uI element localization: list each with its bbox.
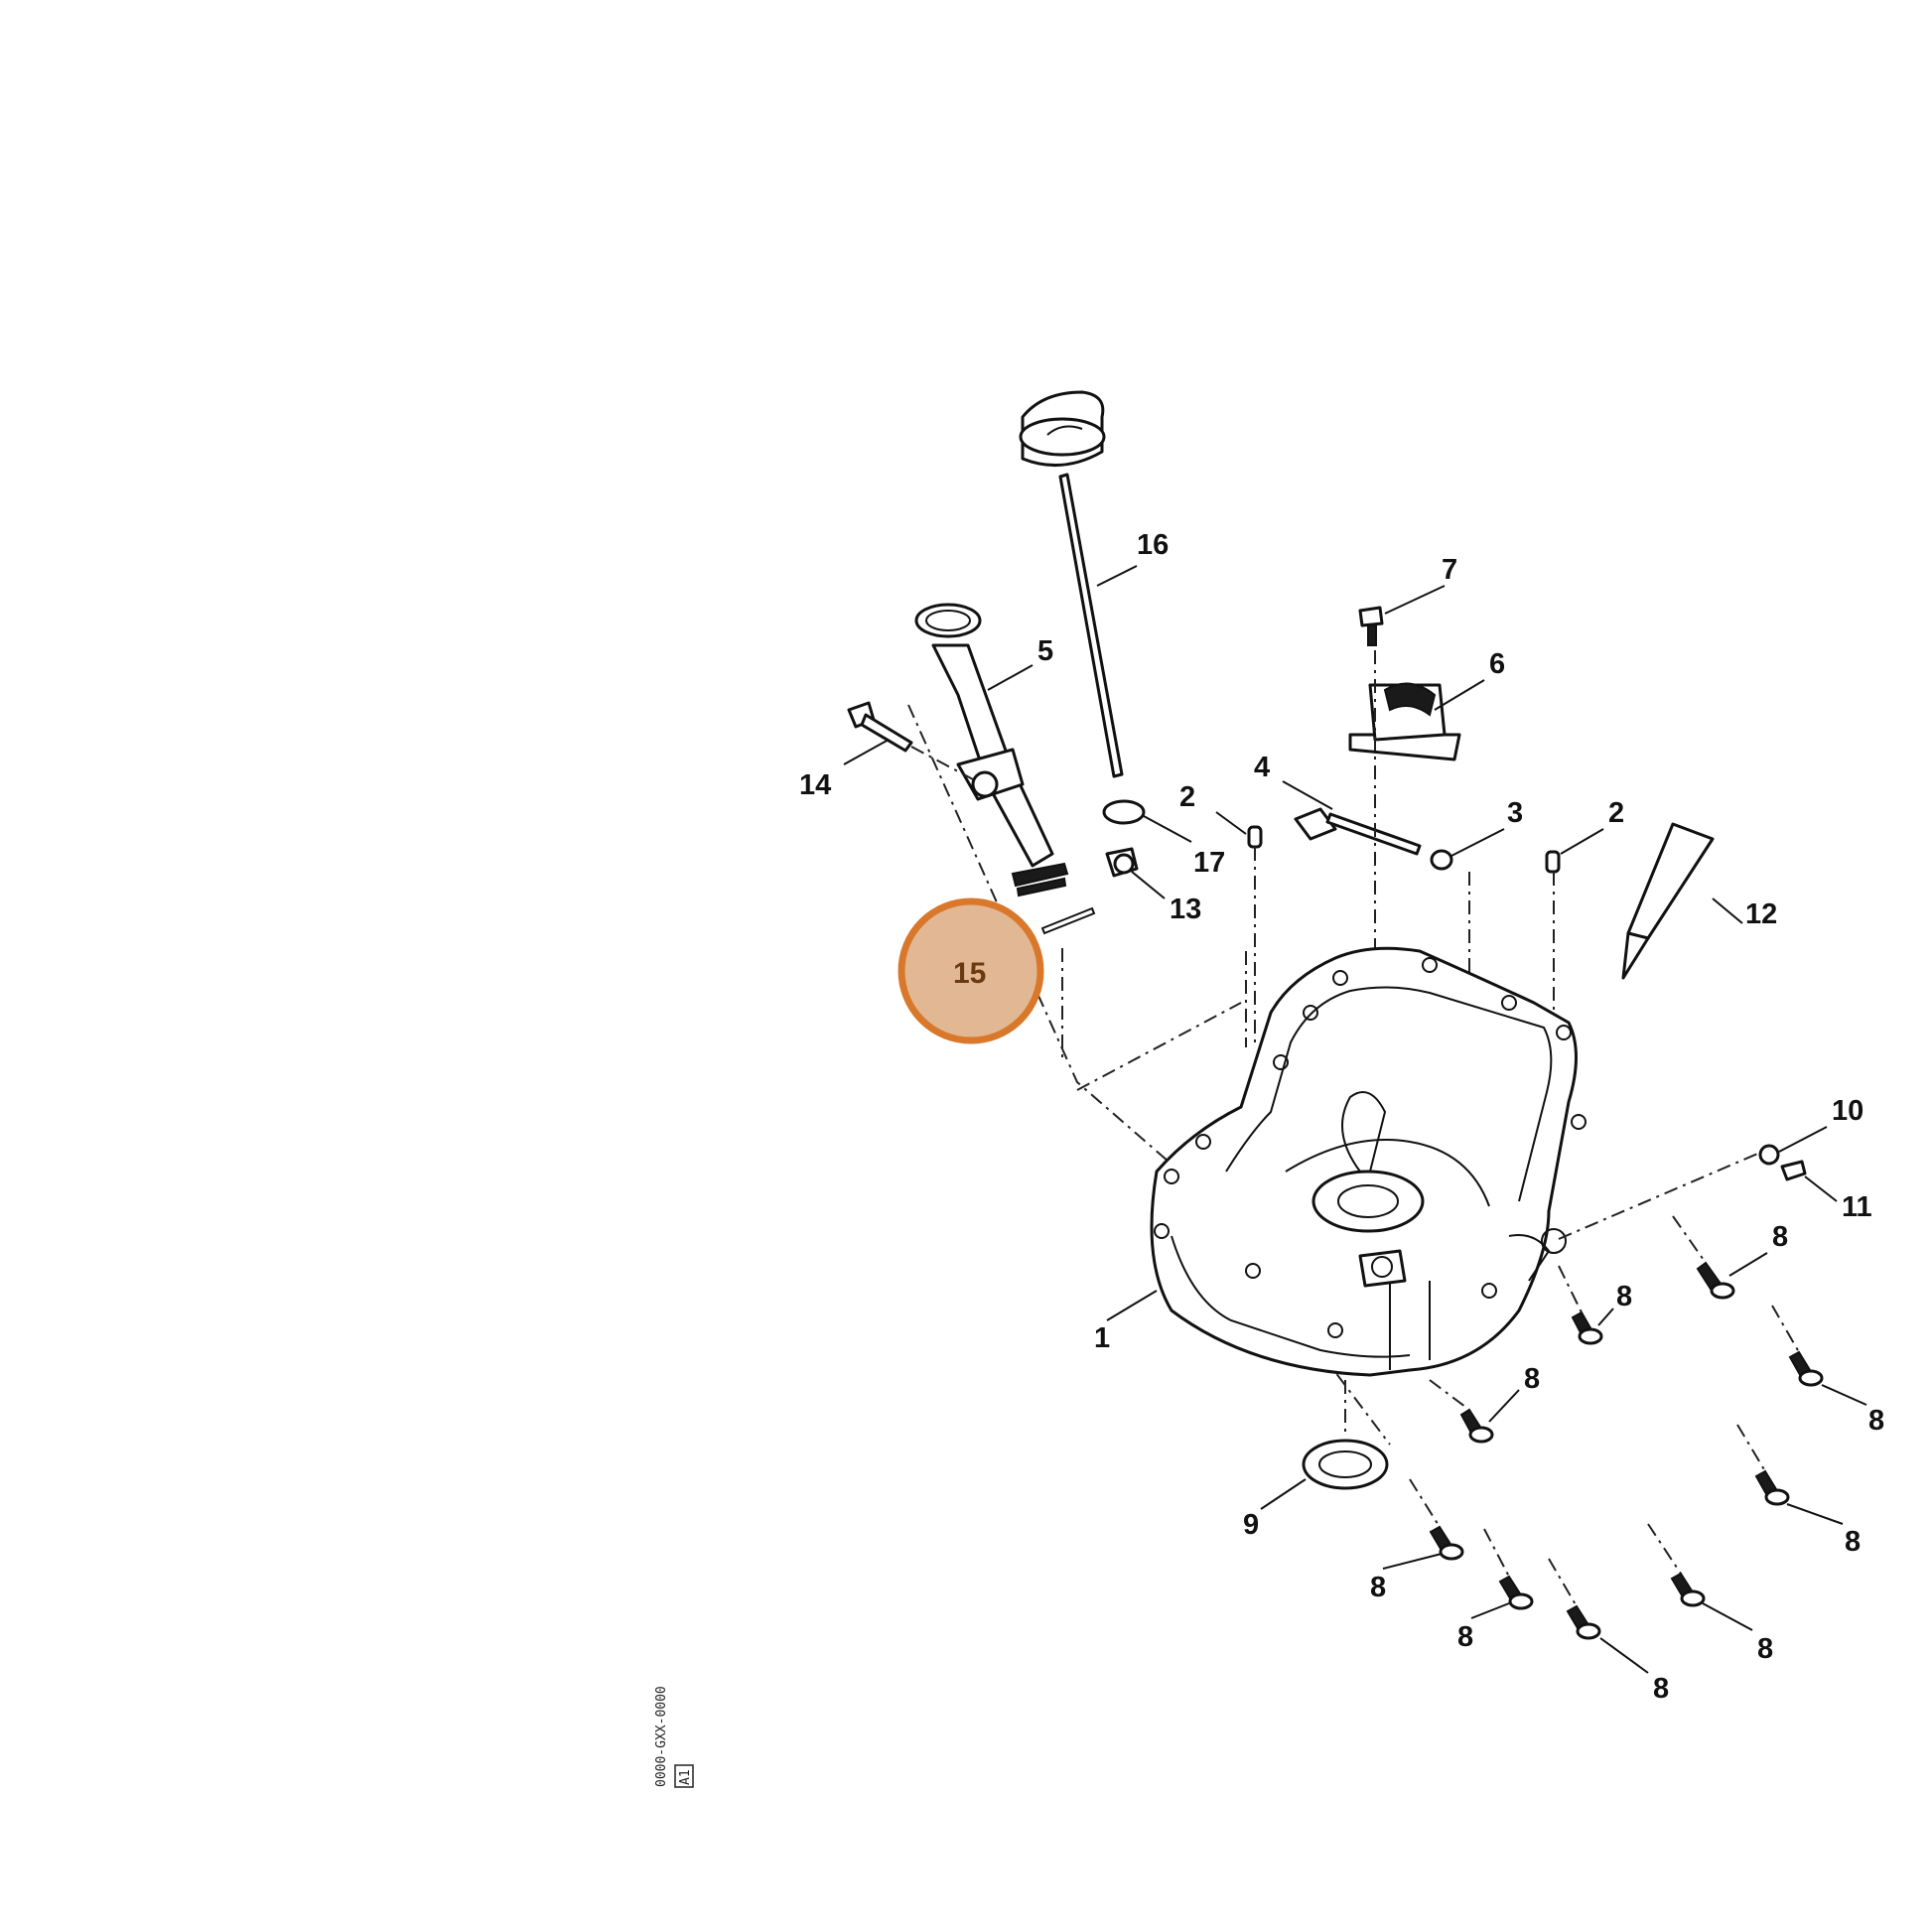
part-13-bushing — [1105, 847, 1139, 878]
callout-13[interactable]: 13 — [1170, 894, 1201, 925]
callout-9[interactable]: 9 — [1243, 1509, 1259, 1541]
callout-1[interactable]: 1 — [1094, 1322, 1110, 1354]
callout-8[interactable]: 8 — [1370, 1572, 1386, 1603]
bolt-8 — [1647, 1523, 1706, 1607]
callout-14[interactable]: 14 — [799, 769, 831, 801]
callout-8[interactable]: 8 — [1845, 1526, 1861, 1558]
image-code-text: 0000-GXX-0000 — [654, 1686, 669, 1787]
part-11-clip — [1780, 1160, 1807, 1181]
callout-8[interactable]: 8 — [1524, 1363, 1540, 1395]
part-15-seal — [1040, 906, 1096, 935]
highlight-circle — [897, 897, 1044, 1044]
callout-8[interactable]: 8 — [1457, 1621, 1473, 1653]
part-17-o-ring — [1102, 799, 1146, 825]
callout-2[interactable]: 2 — [1608, 797, 1624, 829]
bolt-8 — [1771, 1305, 1824, 1387]
callout-16[interactable]: 16 — [1137, 529, 1169, 561]
callout-8[interactable]: 8 — [1868, 1405, 1884, 1437]
callout-10[interactable]: 10 — [1832, 1095, 1863, 1127]
callout-15[interactable]: 15 — [953, 957, 986, 990]
image-reference-code: 0000-GXX-0000 A1 — [654, 1686, 694, 1788]
callout-2[interactable]: 2 — [1179, 781, 1195, 813]
bolt-8 — [1736, 1424, 1790, 1506]
bolt-8 — [1672, 1215, 1735, 1300]
image-code-box: A1 — [678, 1769, 693, 1785]
part-1-crankcase-cover — [1150, 946, 1587, 1377]
callout-8[interactable]: 8 — [1757, 1633, 1773, 1665]
part-3-washer — [1430, 849, 1453, 871]
bolt-8 — [1409, 1478, 1464, 1561]
callout-8[interactable]: 8 — [1772, 1221, 1788, 1253]
bolt-8 — [1429, 1379, 1494, 1444]
part-14-bolt — [847, 701, 974, 780]
highlighted-callout-15[interactable]: 15 — [897, 897, 1044, 1044]
mounting-holes — [1154, 957, 1587, 1338]
part-6-governor-assembly — [1348, 682, 1461, 761]
callout-labels: 16 7 6 5 14 2 4 3 2 17 13 12 1 10 11 8 8… — [799, 529, 1884, 1705]
callout-7[interactable]: 7 — [1442, 554, 1457, 586]
callout-8[interactable]: 8 — [1616, 1281, 1632, 1312]
bolt-8 — [1558, 1265, 1603, 1345]
part-7-screw — [1358, 606, 1384, 646]
callout-3[interactable]: 3 — [1507, 797, 1523, 829]
callout-11[interactable]: 11 — [1842, 1191, 1872, 1223]
part-9-oil-seal — [1302, 1380, 1389, 1490]
part-5-fill-tube — [914, 603, 1069, 897]
callout-5[interactable]: 5 — [1037, 635, 1053, 667]
part-12-sealant-tube — [1621, 822, 1715, 980]
callout-6[interactable]: 6 — [1489, 648, 1505, 680]
callout-17[interactable]: 17 — [1193, 847, 1225, 879]
part-2-dowel-pin-right — [1545, 850, 1561, 874]
part-8-bolts — [1409, 1215, 1824, 1640]
part-10-washer — [1758, 1144, 1780, 1166]
part-2-dowel-pin-left — [1247, 825, 1263, 849]
callout-12[interactable]: 12 — [1745, 898, 1777, 930]
bolt-8 — [1548, 1558, 1601, 1640]
part-16-dipstick — [1019, 390, 1124, 778]
callout-4[interactable]: 4 — [1254, 752, 1270, 783]
bolt-8 — [1483, 1528, 1534, 1610]
callout-8[interactable]: 8 — [1653, 1673, 1669, 1705]
part-4-governor-shaft — [1294, 807, 1422, 856]
